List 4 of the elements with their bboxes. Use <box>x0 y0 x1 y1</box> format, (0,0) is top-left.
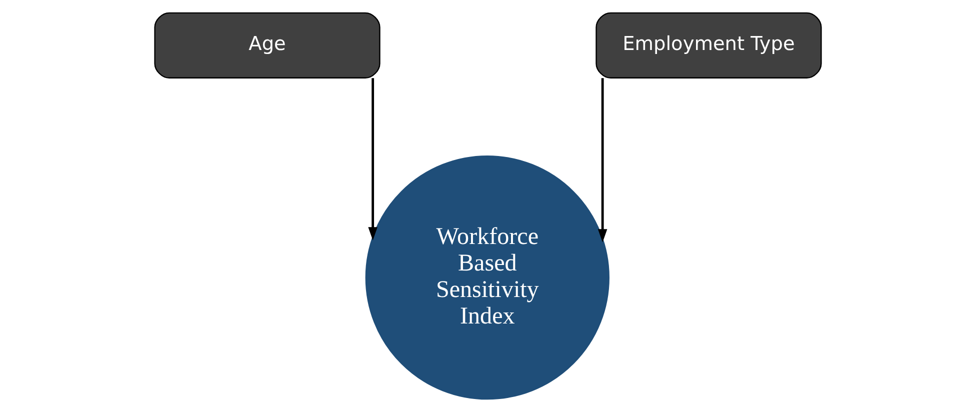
arrow <box>598 78 608 242</box>
arrow <box>368 78 378 240</box>
node-box: Age <box>154 12 380 78</box>
node-box: Employment Type <box>596 12 822 78</box>
